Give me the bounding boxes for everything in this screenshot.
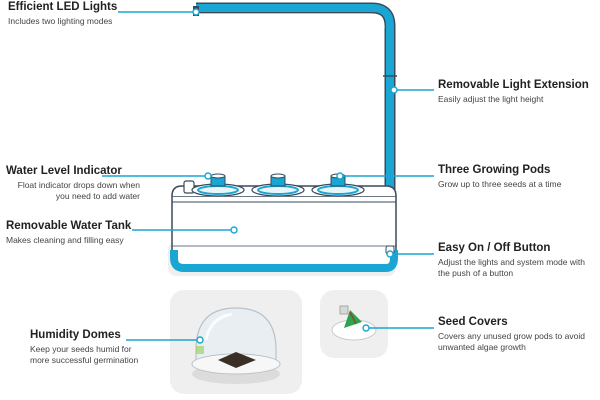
label-led-desc: Includes two lighting modes xyxy=(8,16,113,26)
light-arm xyxy=(193,2,397,196)
label-humidity-domes: Humidity Domes Keep your seeds humid for… xyxy=(30,328,150,366)
label-water-tank-title: Removable Water Tank xyxy=(6,220,132,232)
callout-lines xyxy=(102,8,434,344)
label-seed-covers-title: Seed Covers xyxy=(438,316,508,328)
label-humidity-title: Humidity Domes xyxy=(30,329,121,341)
humidity-dome-card xyxy=(170,290,302,394)
label-led-title: Efficient LED Lights xyxy=(8,1,118,13)
label-water-level-desc: Float indicator drops down when you need… xyxy=(17,180,140,201)
label-light-ext-title: Removable Light Extension xyxy=(438,79,589,91)
label-button-title: Easy On / Off Button xyxy=(438,242,551,254)
growing-pods xyxy=(191,173,365,197)
label-seed-covers: Seed Covers Covers any unused grow pods … xyxy=(438,315,596,353)
label-button-desc: Adjust the lights and system mode with t… xyxy=(438,257,585,278)
label-light-ext-desc: Easily adjust the light height xyxy=(438,94,544,104)
label-light-extension: Removable Light Extension Easily adjust … xyxy=(438,78,598,105)
label-seed-covers-desc: Covers any unused grow pods to avoid unw… xyxy=(438,331,585,352)
label-water-tank: Removable Water Tank Makes cleaning and … xyxy=(6,219,146,246)
label-water-tank-desc: Makes cleaning and filling easy xyxy=(6,235,124,245)
label-led-lights: Efficient LED Lights Includes two lighti… xyxy=(8,0,118,27)
label-pods-title: Three Growing Pods xyxy=(438,164,551,176)
label-humidity-desc: Keep your seeds humid for more successfu… xyxy=(30,344,139,365)
label-growing-pods: Three Growing Pods Grow up to three seed… xyxy=(438,163,596,190)
label-onoff-button: Easy On / Off Button Adjust the lights a… xyxy=(438,241,596,279)
label-water-level-title: Water Level Indicator xyxy=(6,165,122,177)
label-pods-desc: Grow up to three seeds at a time xyxy=(438,179,562,189)
label-water-level: Water Level Indicator Float indicator dr… xyxy=(6,164,140,202)
seed-cover-card xyxy=(320,290,388,358)
